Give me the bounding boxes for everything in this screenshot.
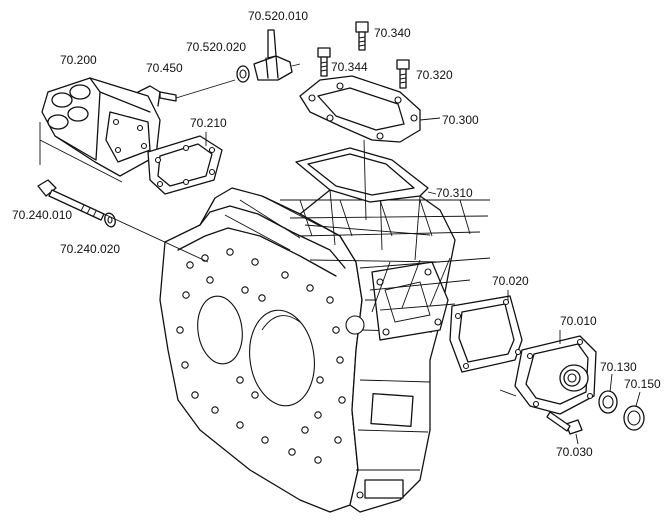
housing-bolt-holes bbox=[176, 248, 346, 464]
part-labels: 70.520.010 70.520.020 70.340 70.200 70.4… bbox=[12, 9, 661, 459]
label-70-130: 70.130 bbox=[600, 360, 637, 374]
part-70-450-pin bbox=[159, 79, 236, 102]
label-70-210: 70.210 bbox=[190, 116, 227, 130]
label-70-520-010: 70.520.010 bbox=[248, 9, 308, 23]
part-70-030-bolt bbox=[546, 411, 583, 445]
label-70-150: 70.150 bbox=[624, 377, 661, 391]
label-70-240-010: 70.240.010 bbox=[12, 208, 72, 222]
label-70-450: 70.450 bbox=[146, 61, 183, 75]
label-70-310: 70.310 bbox=[436, 186, 473, 200]
transmission-housing bbox=[159, 184, 456, 513]
part-70-520-sensor bbox=[236, 29, 301, 83]
part-70-300-top-cover bbox=[299, 75, 441, 143]
label-70-010: 70.010 bbox=[560, 314, 597, 328]
part-70-200-cover bbox=[39, 77, 161, 183]
part-70-020-gasket bbox=[449, 290, 523, 373]
part-70-240-bolt bbox=[37, 179, 209, 263]
label-70-300: 70.300 bbox=[442, 113, 479, 127]
part-70-320-bolt bbox=[396, 59, 410, 89]
label-70-344: 70.344 bbox=[331, 60, 368, 74]
part-70-310-gasket bbox=[295, 139, 437, 221]
label-70-020: 70.020 bbox=[492, 274, 529, 288]
label-70-240-020: 70.240.020 bbox=[60, 242, 120, 256]
label-70-030: 70.030 bbox=[556, 445, 593, 459]
part-70-010-cover bbox=[499, 330, 597, 415]
part-70-130-seal bbox=[598, 373, 618, 414]
part-70-150-ring bbox=[623, 391, 645, 431]
label-70-320: 70.320 bbox=[416, 68, 453, 82]
label-70-340: 70.340 bbox=[374, 26, 411, 40]
label-70-200: 70.200 bbox=[60, 53, 97, 67]
part-70-340-bolt bbox=[355, 21, 369, 51]
part-70-210-gasket bbox=[147, 132, 223, 195]
part-70-344-bolt bbox=[317, 47, 331, 77]
label-70-520-020: 70.520.020 bbox=[186, 40, 246, 54]
